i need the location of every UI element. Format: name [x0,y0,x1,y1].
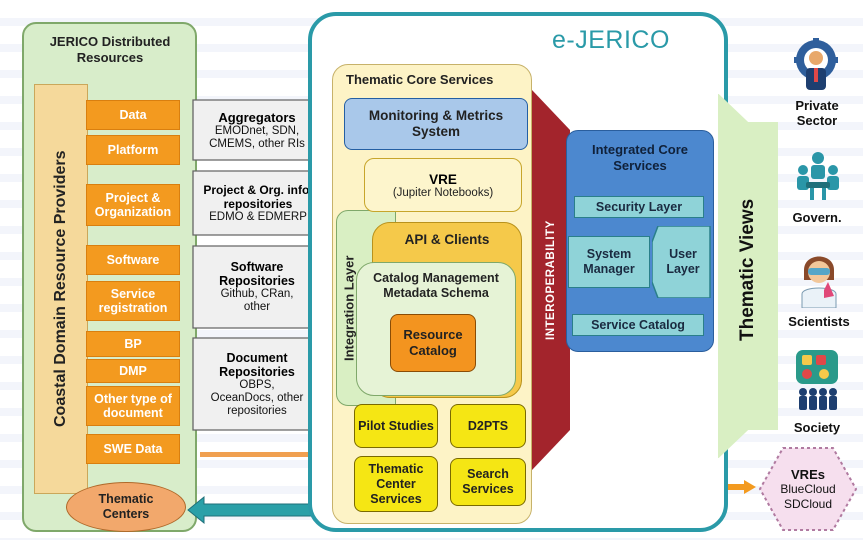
persona-private-sector: Private Sector [795,98,839,128]
thematic-core-title: Thematic Core Services [346,72,494,87]
society-icon [796,350,838,410]
monitoring-metrics-box: Monitoring & Metrics System [344,98,528,150]
arrow-project-org-text: Project & Org. info. repositories EDMO &… [196,173,320,233]
arrow-software-text: Software Repositories Github, CRan, othe… [196,250,318,324]
aggregators-line1: EMODnet, SDN, [214,124,300,137]
user-layer-label: User Layer [666,247,700,276]
search-services-box: Search Services [450,458,526,506]
coastal-providers-column [34,84,88,494]
project-org-title: Project & Org. info. repositories [203,182,313,211]
api-clients-label: API & Clients [404,231,490,247]
distributed-title-line1: JERICO Distributed [49,34,171,49]
item-swe-data: SWE Data [86,434,180,464]
document-title: Document Repositories [219,350,295,379]
resource-catalog-box: Resource Catalog [390,314,476,372]
vres-text: VREs BlueCloud SDCloud [764,462,852,516]
item-bp: BP [86,331,180,357]
arrow-aggregators-text: Aggregators EMODnet, SDN, CMEMS, other R… [196,102,318,158]
thematic-views-label: Thematic Views [737,198,758,342]
item-data: Data [86,100,180,130]
item-service-registration: Service registration [86,281,180,321]
distributed-title: JERICO Distributed Resources [26,32,194,68]
vres-title: VREs [791,466,825,482]
document-line3: repositories [227,404,287,417]
item-other-document: Other type of document [86,386,180,426]
vres-hexagon [758,447,858,531]
ejerico-title: e-JERICO [552,26,670,54]
integrated-core-title: Integrated Core Services [591,142,689,173]
persona-scientists: Scientists [788,313,850,329]
catalog-management-label: Catalog Management Metadata Schema [373,271,499,300]
item-dmp: DMP [86,359,180,383]
system-manager-box: System Manager [568,236,650,288]
vres-line2: SDCloud [783,496,833,511]
scientist-icon [801,256,837,308]
thematic-center-services-box: Thematic Center Services [354,456,438,512]
item-project-organization: Project & Organization [86,184,180,226]
security-layer-box: Security Layer [574,196,704,218]
software-line2: other [243,301,271,313]
arrow-document-text: Document Repositories OBPS, OceanDocs, o… [196,342,318,426]
vre-title: VRE [429,171,457,187]
distributed-title-line2: Resources [76,50,144,65]
aggregators-title: Aggregators [218,109,296,125]
vre-box: VRE (Jupiter Notebooks) [364,158,522,212]
user-layer-shape [652,226,711,298]
aggregators-line2: CMEMS, other RIs [209,137,305,150]
item-platform: Platform [86,135,180,165]
persona-society: Society [793,419,841,435]
service-catalog-box: Service Catalog [572,314,704,336]
project-org-line1: EDMO & EDMERP [209,210,307,223]
software-title: Software Repositories [219,260,295,288]
interoperability-band [532,90,570,470]
vre-subtitle: (Jupiter Notebooks) [392,186,494,199]
thematic-centers-ellipse: Thematic Centers [66,482,186,532]
pilot-studies-box: Pilot Studies [354,404,438,448]
document-line1: OBPS, [239,378,275,391]
d2pts-box: D2PTS [450,404,526,448]
item-software: Software [86,245,180,275]
persona-govern: Govern. [792,209,842,225]
document-line2: OceanDocs, other [210,391,304,404]
software-line1: Github, CRan, [220,288,294,300]
businessman-gear-icon [794,38,838,90]
meeting-people-icon [797,152,839,200]
vres-line1: BlueCloud [780,481,836,496]
interoperability-label: INTEROPERABILITY [545,220,557,340]
thematic-views-arrow [718,94,778,458]
